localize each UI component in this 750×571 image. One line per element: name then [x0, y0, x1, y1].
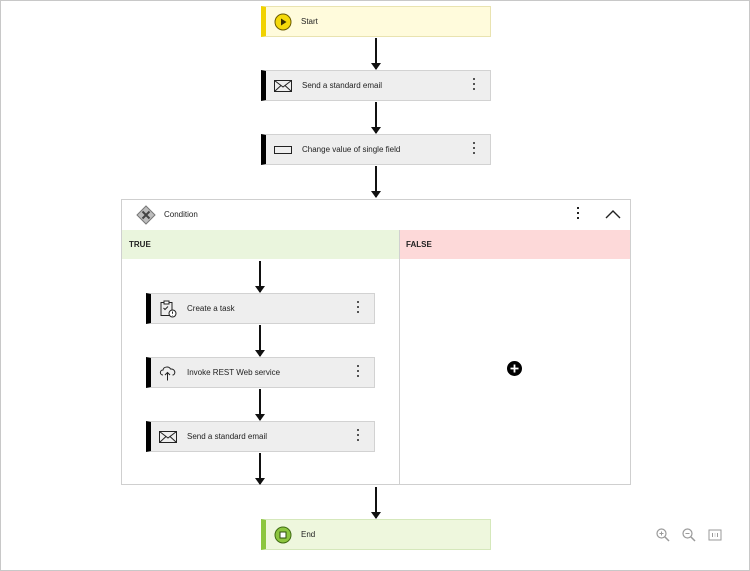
step-label: Change value of single field [302, 145, 401, 154]
more-options-icon[interactable] [356, 300, 360, 317]
more-options-icon[interactable] [576, 207, 580, 223]
connector-arrow [371, 487, 381, 519]
task-icon [158, 299, 178, 319]
more-options-icon[interactable] [472, 141, 476, 158]
zoom-out-icon[interactable] [682, 528, 696, 542]
connector-arrow [371, 102, 381, 134]
more-options-icon[interactable] [356, 364, 360, 381]
add-step-plus-icon[interactable] [507, 361, 522, 376]
step-label: Send a standard email [302, 81, 383, 90]
condition-icon [136, 204, 156, 225]
step-label: Invoke REST Web service [187, 368, 281, 377]
collapse-chevron-up-icon[interactable] [605, 209, 621, 219]
more-options-icon[interactable] [356, 428, 360, 445]
step-invoke-rest[interactable]: Invoke REST Web service [146, 357, 375, 388]
connector-arrow [255, 325, 265, 357]
step-send-email[interactable]: Send a standard email [261, 70, 491, 101]
field-icon [273, 140, 293, 160]
end-node[interactable]: End [261, 519, 491, 550]
fit-icon[interactable] [708, 528, 722, 542]
envelope-icon [158, 427, 178, 447]
end-label: End [301, 530, 316, 539]
step-create-task[interactable]: Create a task [146, 293, 375, 324]
true-branch-header: TRUE [122, 230, 399, 259]
condition-header[interactable]: Condition [122, 200, 630, 229]
step-change-field[interactable]: Change value of single field [261, 134, 491, 165]
stop-icon [274, 526, 292, 544]
play-icon [274, 13, 292, 31]
step-label: Create a task [187, 304, 235, 313]
connector-arrow [371, 38, 381, 70]
start-node[interactable]: Start [261, 6, 491, 37]
false-branch-label: FALSE [406, 240, 432, 249]
cloud-icon [158, 363, 178, 383]
connector-arrow [255, 389, 265, 421]
envelope-icon [273, 76, 293, 96]
connector-arrow [255, 261, 265, 293]
true-branch-label: TRUE [129, 240, 151, 249]
condition-label: Condition [164, 210, 198, 219]
zoom-in-icon[interactable] [656, 528, 670, 542]
step-label: Send a standard email [187, 432, 268, 441]
start-label: Start [301, 17, 318, 26]
branch-divider [399, 230, 400, 484]
step-send-email-true[interactable]: Send a standard email [146, 421, 375, 452]
connector-arrow [371, 166, 381, 198]
more-options-icon[interactable] [472, 77, 476, 94]
connector-arrow [255, 453, 265, 485]
false-branch-header: FALSE [399, 230, 630, 259]
